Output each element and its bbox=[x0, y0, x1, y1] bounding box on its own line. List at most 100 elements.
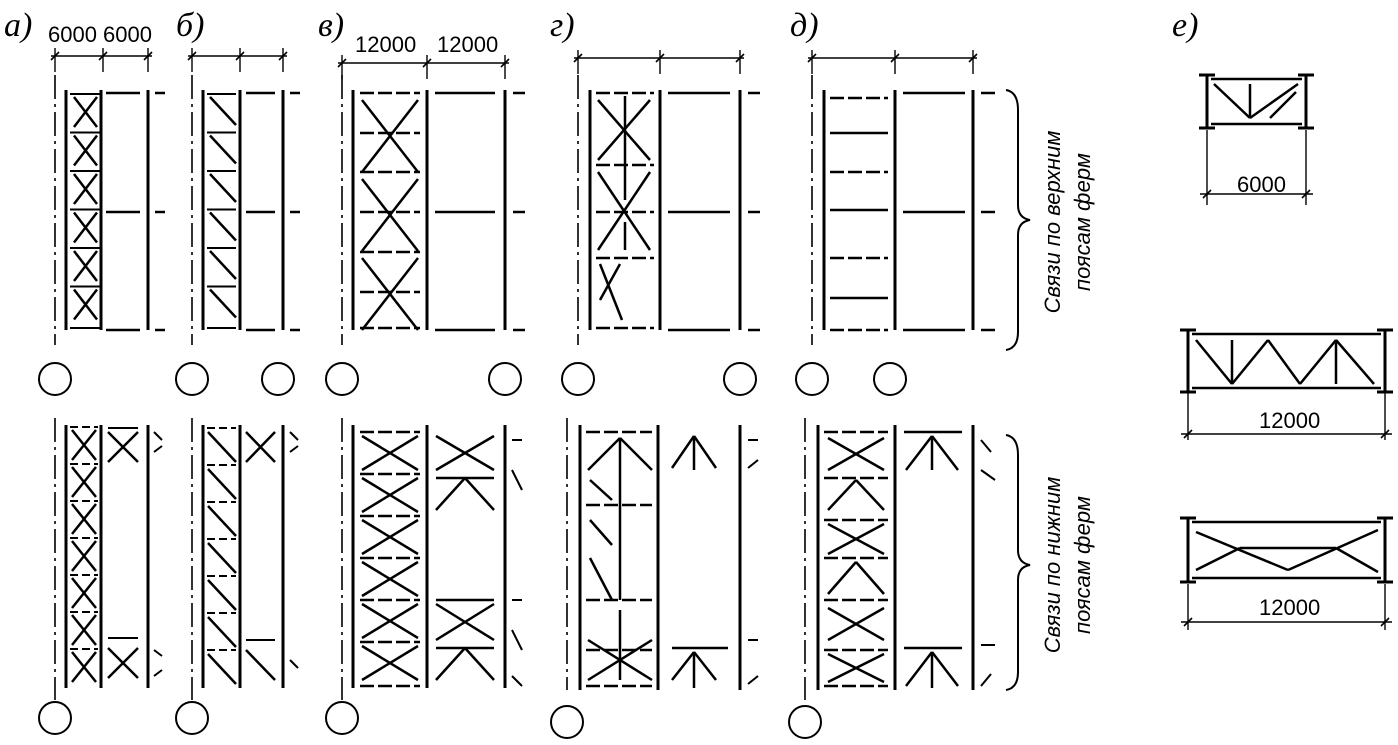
diagonal-brace bbox=[207, 579, 237, 611]
top-chord-label-2: поясам ферм bbox=[1070, 153, 1095, 291]
tick bbox=[153, 445, 163, 453]
diagonal-brace bbox=[619, 437, 653, 471]
dim-tick bbox=[1202, 189, 1212, 199]
diagonal-brace bbox=[435, 647, 466, 681]
diagonal-brace bbox=[855, 479, 885, 511]
diagonal-brace bbox=[589, 479, 613, 501]
tick bbox=[289, 445, 299, 453]
structural-plans bbox=[38, 48, 1393, 739]
truss-diagonal bbox=[1335, 339, 1375, 385]
cross-brace bbox=[73, 173, 98, 205]
diagonal-brace bbox=[435, 477, 466, 511]
cross-brace bbox=[361, 99, 419, 173]
diagonal-brace bbox=[827, 561, 857, 595]
truss-diagonal bbox=[1266, 339, 1302, 385]
bottom-chord-brace bbox=[1005, 434, 1031, 691]
cross-brace bbox=[73, 250, 98, 282]
grid-axis-marker bbox=[261, 362, 295, 396]
tick bbox=[153, 669, 163, 677]
diagonal-brace bbox=[931, 435, 959, 471]
truss-diagonal bbox=[1195, 339, 1233, 385]
tick bbox=[511, 629, 523, 651]
dim-tick bbox=[337, 58, 347, 68]
diagonal-brace bbox=[207, 468, 237, 500]
diagonal-brace bbox=[671, 651, 695, 681]
cross-brace bbox=[71, 503, 97, 535]
dim-a-2: 6000 bbox=[103, 22, 152, 47]
cross-brace bbox=[73, 211, 98, 244]
dim-tick bbox=[890, 53, 900, 63]
bottom-chord-label-1: Связи по нижним bbox=[1040, 477, 1065, 654]
top-chord-brace bbox=[1005, 89, 1031, 351]
grid-axis-marker bbox=[325, 701, 359, 735]
diagonal-brace bbox=[209, 134, 237, 165]
cross-brace bbox=[71, 466, 97, 498]
cross-brace bbox=[73, 288, 98, 321]
grid-axis-marker bbox=[488, 362, 522, 396]
truss-diagonal bbox=[1231, 339, 1269, 385]
diagonal-brace bbox=[207, 616, 237, 648]
dim-tick bbox=[1183, 429, 1193, 439]
diagonal-brace bbox=[597, 99, 651, 161]
diagonal-brace bbox=[827, 479, 857, 511]
dim-tick bbox=[1380, 617, 1390, 627]
dim-a-1: 6000 bbox=[48, 22, 97, 47]
diagonal-brace bbox=[207, 542, 237, 574]
diagonal-brace bbox=[209, 288, 237, 319]
grid-axis-marker bbox=[723, 362, 757, 396]
dim-e-1: 6000 bbox=[1237, 172, 1286, 197]
cross-brace bbox=[71, 429, 97, 461]
diagonal-brace bbox=[209, 173, 237, 203]
panel-label-d: д) bbox=[790, 7, 819, 44]
top-chord-label-1: Связи по верхним bbox=[1040, 131, 1065, 314]
tick bbox=[289, 659, 299, 669]
grid-axis-marker bbox=[175, 362, 209, 396]
tick bbox=[980, 673, 992, 687]
dim-tick bbox=[278, 51, 288, 61]
dim-tick bbox=[807, 53, 817, 63]
cross-brace bbox=[435, 602, 495, 642]
diagonal-brace bbox=[855, 561, 885, 595]
dim-tick bbox=[143, 51, 153, 61]
truss-diagonal bbox=[1249, 82, 1299, 120]
cross-brace bbox=[827, 522, 885, 556]
tick bbox=[153, 431, 163, 441]
diagonal-brace bbox=[245, 431, 276, 463]
diagonal-brace bbox=[209, 211, 237, 242]
bottom-chord-label-2: поясам ферм bbox=[1070, 496, 1095, 634]
dim-tick bbox=[422, 58, 432, 68]
tick bbox=[980, 469, 996, 481]
diagonal-brace bbox=[464, 477, 495, 511]
grid-axis-marker bbox=[788, 705, 822, 739]
tick bbox=[980, 439, 992, 453]
truss-diagonal bbox=[1195, 530, 1289, 572]
cross-brace bbox=[361, 476, 419, 514]
grid-axis-marker bbox=[38, 362, 72, 396]
diagonal-brace bbox=[209, 250, 237, 280]
dim-tick bbox=[98, 51, 108, 61]
tick bbox=[511, 469, 523, 491]
cross-brace bbox=[73, 134, 98, 167]
diagonal-brace bbox=[207, 505, 237, 537]
dim-tick bbox=[1183, 617, 1193, 627]
cross-brace bbox=[361, 518, 419, 556]
diagonal-brace bbox=[588, 557, 614, 601]
dim-tick bbox=[1380, 429, 1390, 439]
diagonal-brace bbox=[464, 647, 495, 681]
cross-brace bbox=[73, 96, 98, 128]
truss-diagonal bbox=[1287, 528, 1379, 572]
cross-brace bbox=[361, 257, 419, 331]
diagonal-brace bbox=[598, 263, 624, 321]
cross-brace bbox=[827, 606, 885, 642]
diagonal-brace bbox=[693, 651, 717, 681]
cross-brace bbox=[435, 434, 495, 472]
tick bbox=[747, 675, 759, 685]
diagonal-brace bbox=[931, 651, 959, 687]
dim-e-2: 12000 bbox=[1259, 408, 1320, 433]
cross-brace bbox=[361, 644, 419, 682]
tick bbox=[747, 459, 759, 469]
cross-brace bbox=[361, 434, 419, 472]
cross-brace bbox=[71, 651, 97, 683]
diagonal-brace bbox=[207, 431, 237, 463]
cross-brace bbox=[107, 431, 139, 463]
